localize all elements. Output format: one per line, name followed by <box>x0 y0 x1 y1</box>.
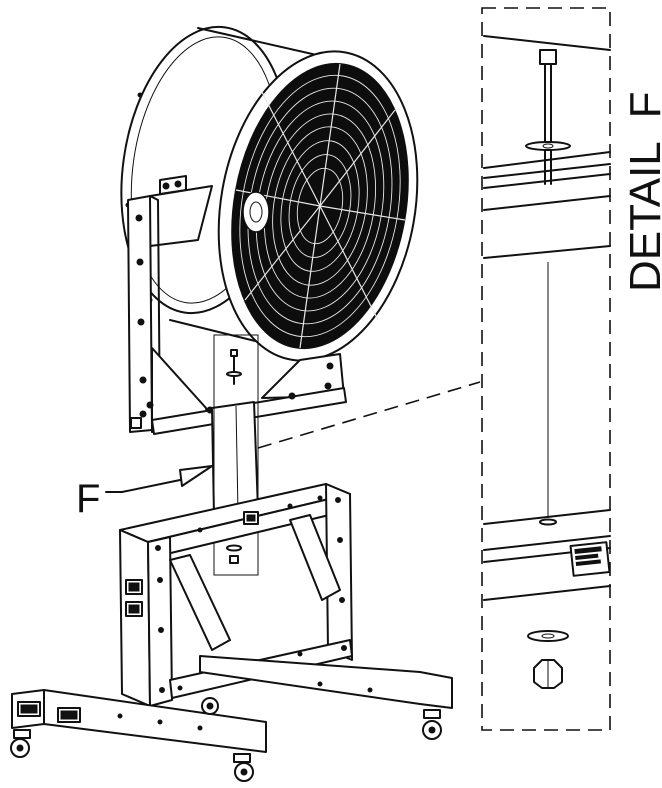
detail-f-boundary <box>213 334 259 576</box>
detail-bolt-head <box>539 49 557 65</box>
caster-front-left <box>10 729 31 758</box>
frame-left-post <box>147 536 173 707</box>
detail-hole <box>539 518 557 526</box>
casters <box>10 697 442 782</box>
detail-washer-top <box>525 141 571 151</box>
yoke-bolts <box>135 180 334 418</box>
caster-front-right <box>233 753 254 782</box>
detail-frame <box>481 7 611 731</box>
detail-f-view <box>481 7 611 731</box>
grille-spokes <box>235 63 406 349</box>
frame-brace-right <box>289 514 341 601</box>
detail-leader-line <box>257 381 481 449</box>
caster-back-right <box>422 709 442 740</box>
fan-drum-top-edge <box>197 27 331 59</box>
frame-left-post-side <box>119 529 151 707</box>
detail-bolt <box>525 49 571 185</box>
boundary-bolt <box>226 349 242 564</box>
fan-hub <box>242 191 270 233</box>
callout-f: F <box>76 465 213 521</box>
frame-rivets <box>155 495 347 693</box>
callout-label: F <box>76 477 100 521</box>
frame-brace-left <box>169 554 231 651</box>
caster-back-left <box>201 697 219 715</box>
back-foot <box>199 655 453 709</box>
detail-title: DETAIL F <box>621 92 662 292</box>
callout-arrow <box>179 465 213 487</box>
base-feet <box>11 655 453 753</box>
detail-washer-bottom <box>527 630 569 642</box>
mast-tube <box>211 401 259 517</box>
mast <box>211 401 259 517</box>
yoke-left-arm <box>127 195 153 433</box>
